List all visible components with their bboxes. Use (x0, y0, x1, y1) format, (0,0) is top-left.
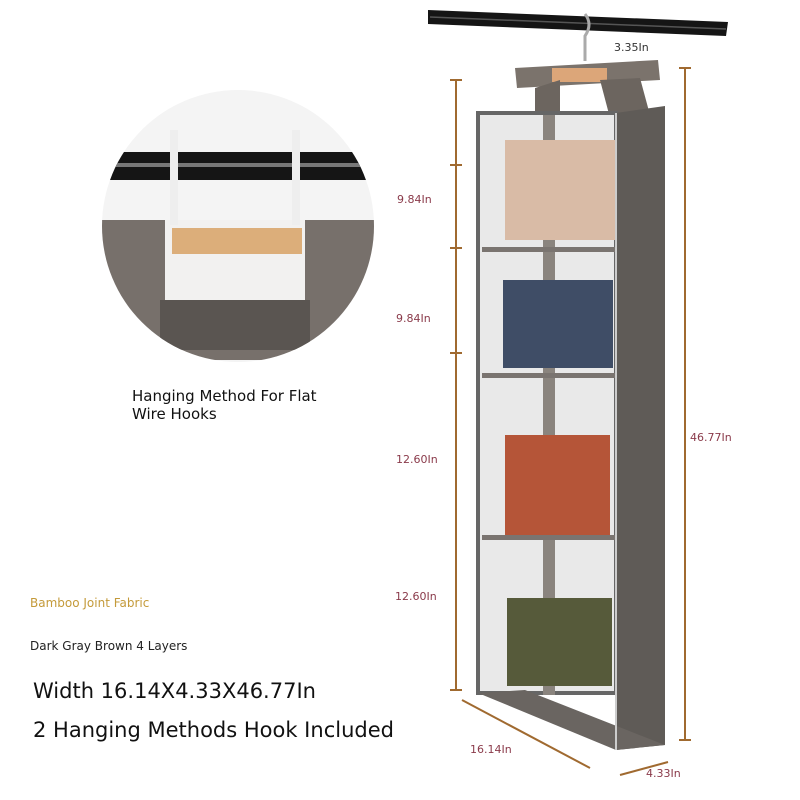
dim-layer1: 9.84In (397, 193, 432, 206)
organizer-side (616, 106, 665, 750)
material-label: Bamboo Joint Fabric (30, 596, 150, 610)
headline-size: Width 16.14X4.33X46.77In (33, 679, 316, 703)
hook-icon (583, 13, 591, 61)
headline-hanging: 2 Hanging Methods Hook Included (33, 718, 394, 742)
dim-layer4: 12.60In (395, 590, 437, 603)
inset-caption-line1: Hanging Method For Flat (132, 387, 317, 405)
dim-layer2: 9.84In (396, 312, 431, 325)
dim-depth: 4.33In (646, 767, 681, 780)
inset-caption-line2: Wire Hooks (132, 405, 217, 423)
color-variant-label: Dark Gray Brown 4 Layers (30, 639, 188, 653)
dim-width: 16.14In (470, 743, 512, 756)
dim-hook-gap: 3.35In (614, 41, 649, 54)
dim-height: 46.77In (690, 431, 732, 444)
hanging-method-inset (102, 90, 374, 362)
dim-layer3: 12.60In (396, 453, 438, 466)
